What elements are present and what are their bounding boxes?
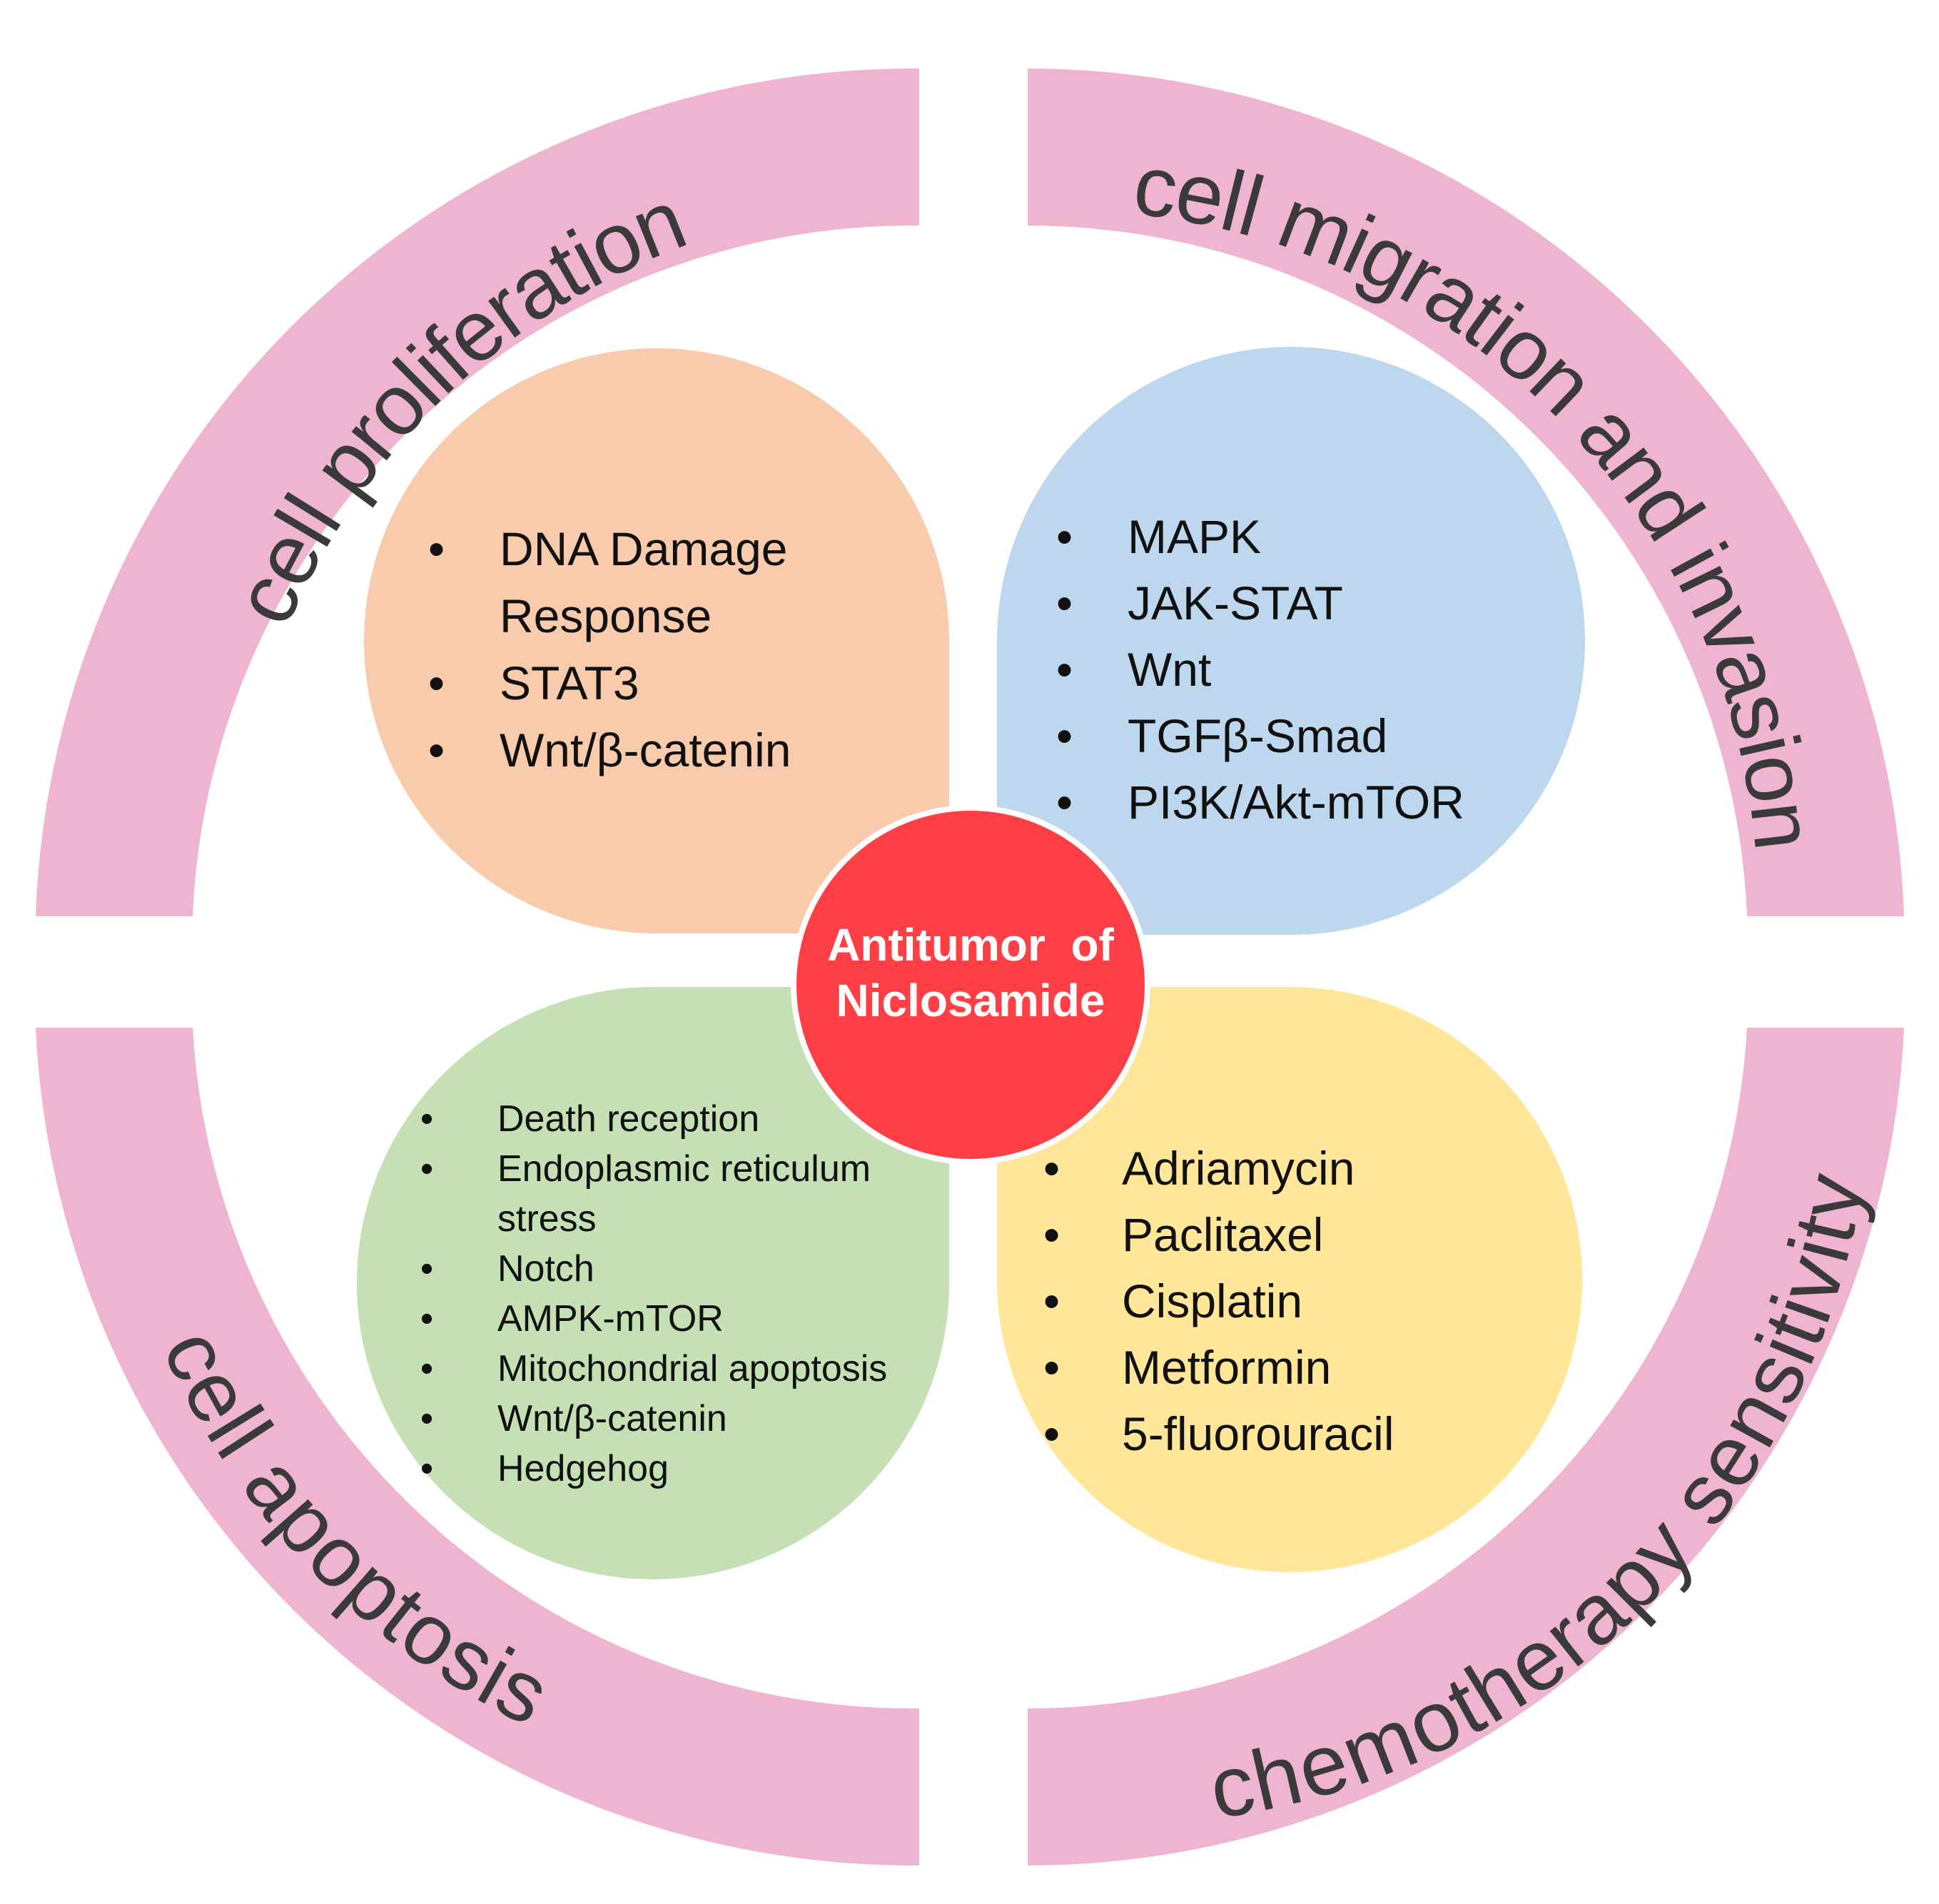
list-item: Cisplatin <box>1043 1268 1394 1335</box>
ring-segment-top-right <box>1028 69 1904 916</box>
list-item: Paclitaxel <box>1043 1202 1394 1268</box>
list-item: PI3K/Akt-mTOR <box>1056 769 1464 836</box>
list-item: Death reception <box>420 1094 887 1144</box>
ring-segment-top-left <box>36 68 919 916</box>
petal-list-top-left: DNA Damage Response STAT3 Wnt/β-catenin <box>428 515 791 784</box>
list-item: Endoplasmic reticulum <box>420 1144 887 1194</box>
center-title-line-2: Niclosamide <box>836 975 1105 1026</box>
list-item-continuation: stress <box>497 1198 597 1240</box>
list-item: DNA Damage <box>428 515 791 582</box>
list-item: Metformin <box>1043 1335 1394 1401</box>
list-item: Adriamycin <box>1043 1135 1394 1202</box>
list-item: Wnt/β-catenin <box>428 716 791 784</box>
petal-list-top-right: MAPK JAK-STAT Wnt TGFβ-Smad PI3K/Akt-mTO… <box>1056 504 1464 836</box>
list-item: Wnt/β-catenin <box>420 1394 887 1444</box>
list-item: 5-fluorouracil <box>1043 1401 1394 1467</box>
list-item: STAT3 <box>428 649 791 716</box>
list-item: MAPK <box>1056 504 1464 570</box>
list-item: TGFβ-Smad <box>1056 703 1464 769</box>
list-item-continuation: Response <box>500 589 712 642</box>
list-item: Notch <box>420 1244 887 1294</box>
center-title-line-1: Antitumor of <box>827 919 1114 971</box>
list-item: AMPK-mTOR <box>420 1294 887 1344</box>
ring-segment-bottom-right <box>1028 1028 1904 1865</box>
list-item: JAK-STAT <box>1056 570 1464 637</box>
center-title: Antitumor of Niclosamide <box>792 917 1149 1028</box>
ring-segment-bottom-left <box>36 1028 919 1866</box>
petal-list-bottom-right: Adriamycin Paclitaxel Cisplatin Metformi… <box>1043 1135 1394 1467</box>
petal-list-bottom-left: Death reception Endoplasmic reticulum st… <box>420 1094 887 1494</box>
list-item: Wnt <box>1056 637 1464 703</box>
list-item: Hedgehog <box>420 1444 887 1494</box>
center-circle <box>791 805 1150 1165</box>
list-item: Mitochondrial apoptosis <box>420 1344 887 1394</box>
petal-top-left <box>364 348 949 933</box>
